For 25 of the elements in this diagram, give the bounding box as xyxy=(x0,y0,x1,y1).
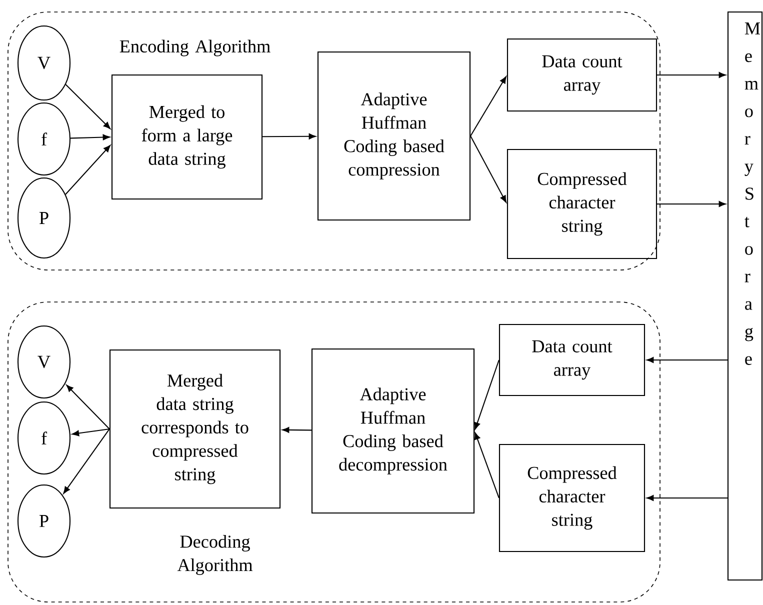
storage-column: Memory Storage xyxy=(727,11,763,581)
arrow xyxy=(474,432,500,498)
process-box: Compressed character string xyxy=(506,148,658,260)
arrow xyxy=(646,357,728,363)
arrow xyxy=(474,360,500,430)
arrow xyxy=(657,201,726,207)
arrow xyxy=(646,495,728,501)
arrow xyxy=(262,133,316,140)
arrow xyxy=(282,427,312,433)
arrow xyxy=(63,428,110,494)
process-box: Merged to form a large data string xyxy=(111,74,263,200)
arrow xyxy=(72,428,110,436)
arrow xyxy=(66,384,110,430)
process-box: Data count array xyxy=(506,38,658,112)
process-box: Adaptive Huffman Coding based compression xyxy=(317,51,471,221)
arrow xyxy=(470,136,506,203)
arrow xyxy=(470,76,506,136)
arrow xyxy=(657,72,726,78)
process-box: Adaptive Huffman Coding based decompression xyxy=(311,348,475,514)
arrow xyxy=(65,84,110,130)
process-box: Data count array xyxy=(498,324,646,396)
process-box: Compressed character string xyxy=(498,444,646,552)
arrow xyxy=(65,145,111,195)
process-box: Merged data string corresponds to compressed string xyxy=(109,349,281,509)
arrow xyxy=(70,134,110,140)
